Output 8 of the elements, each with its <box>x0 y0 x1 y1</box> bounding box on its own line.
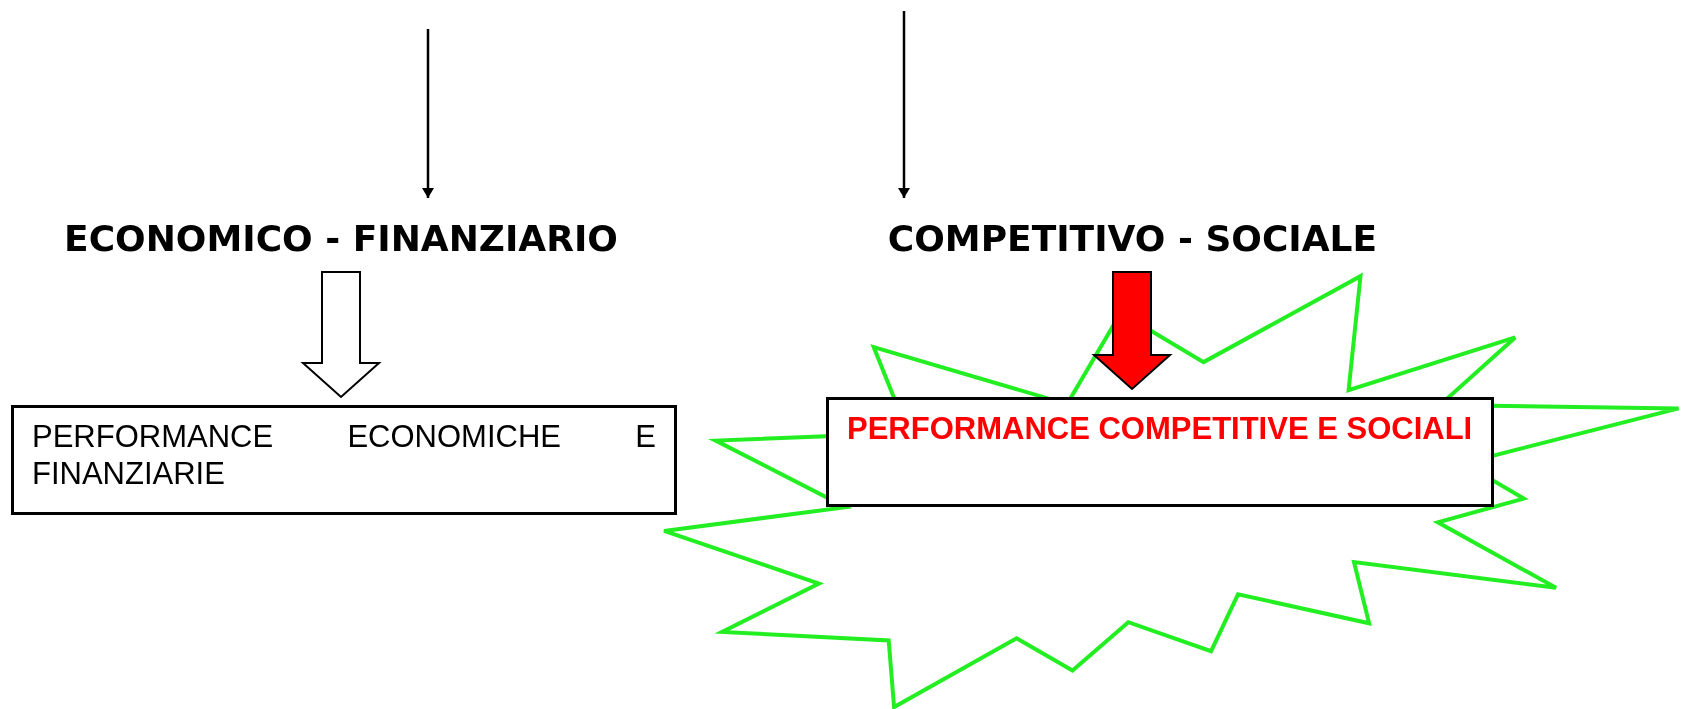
text-box: PERFORMANCE ECONOMICHE E FINANZIARIE <box>11 405 677 515</box>
arrow <box>898 11 910 198</box>
block-arrow <box>1091 271 1173 391</box>
block-arrow <box>300 271 382 399</box>
heading-text: ECONOMICO - FINANZIARIO <box>16 218 666 266</box>
text-box: PERFORMANCE COMPETITIVE E SOCIALI <box>826 397 1494 507</box>
arrow <box>422 29 434 198</box>
heading-text: COMPETITIVO - SOCIALE <box>845 218 1420 266</box>
